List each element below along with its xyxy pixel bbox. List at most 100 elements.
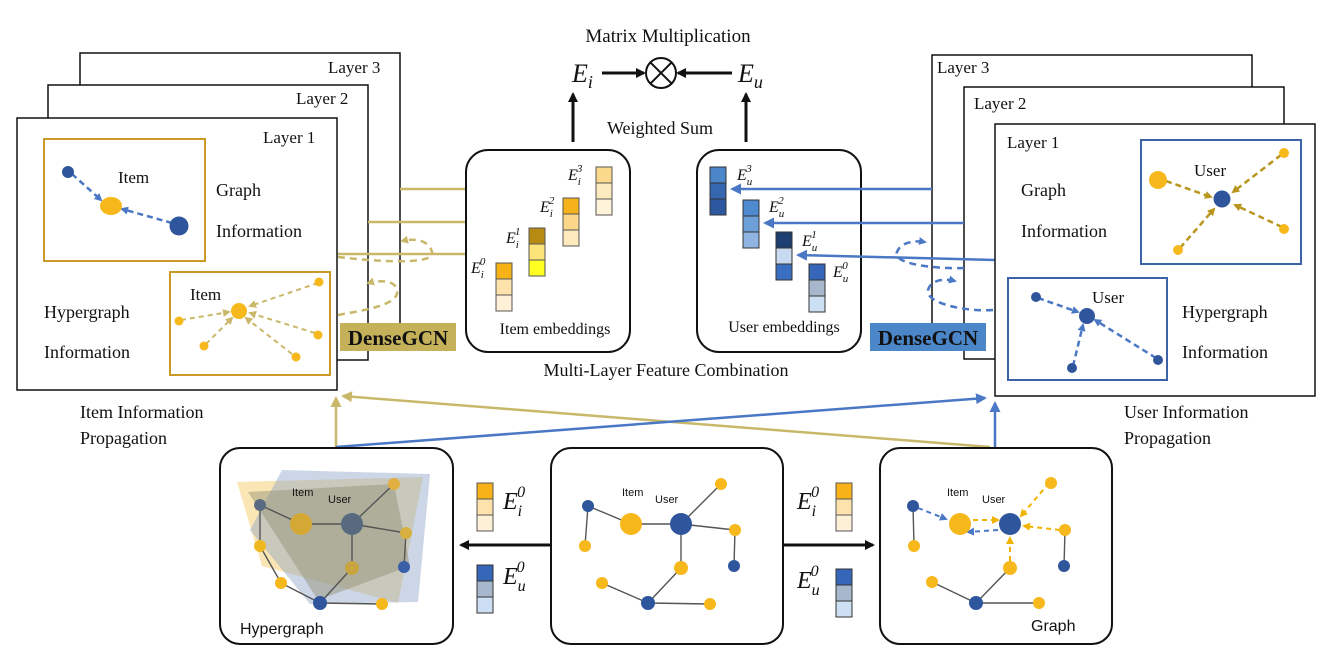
item-hyper-info-line1: Hypergraph: [44, 302, 130, 322]
user-layer-1-label: Layer 1: [1007, 133, 1059, 152]
user-propagation-line2: Propagation: [1124, 428, 1211, 448]
eu1-label: Eu1: [801, 229, 818, 254]
user-graph-node-4: [1173, 245, 1183, 255]
user-graph-center-node: [1213, 190, 1231, 208]
item-graph-user-node-a: [62, 166, 74, 178]
bipartite-user-label: User: [655, 494, 679, 506]
item-graph-info-line1: Graph: [216, 180, 261, 200]
right-eu0-label: Eu0: [796, 563, 820, 599]
ei-symbol: Ei: [571, 59, 593, 92]
item-hyper-node-5: [174, 316, 184, 326]
hypergraph-illustration: [237, 470, 430, 610]
ei1-label: Ei1: [505, 226, 520, 251]
eu3-label: Eu3: [736, 163, 753, 188]
user-hyper-node-2: [1153, 355, 1163, 365]
combination-label: Multi-Layer Feature Combination: [544, 360, 789, 380]
right-eu0-stack: [835, 568, 853, 618]
item-embeddings-label: Item embeddings: [500, 321, 611, 338]
item-hyper-node-label: Item: [190, 285, 221, 304]
user-hyper-edges: [1037, 296, 1157, 367]
item-densegcn-label: DenseGCN: [348, 326, 448, 350]
ei2-label: Ei2: [539, 195, 555, 220]
eu2-label: Eu2: [768, 195, 785, 220]
bipartite-item-label: Item: [622, 487, 643, 499]
user-graph-box: [1140, 139, 1302, 265]
graph-user-label: User: [982, 494, 1006, 506]
ei3-label: Ei3: [567, 163, 583, 188]
user-layer-3-label: Layer 3: [937, 58, 989, 77]
item-dense-loop-lower: [337, 277, 399, 317]
item-densegcn-badge: [340, 323, 456, 351]
user-graph-edges: [1165, 154, 1283, 249]
item-graph-center-node: [100, 197, 122, 215]
user-graph-node-2: [1149, 171, 1167, 189]
graph-panel: [879, 447, 1113, 645]
right-ei0-label: Ei0: [796, 484, 819, 520]
item-embedding-e2: [562, 197, 580, 247]
user-graph-info-line1: Graph: [1021, 180, 1066, 200]
item-layer-1-label: Layer 1: [263, 128, 315, 147]
eu0-label: Eu0: [832, 260, 849, 285]
item-hyper-node-4: [199, 341, 209, 351]
matrix-multiplication-label: Matrix Multiplication: [585, 26, 751, 47]
user-graph-node-1: [1279, 148, 1289, 158]
item-hypergraph-box: [169, 271, 331, 376]
item-embedding-e1: [528, 227, 546, 277]
item-propagation-line1: Item Information: [80, 402, 203, 422]
item-graph-box: [43, 138, 206, 262]
item-graph-user-node-b: [169, 216, 189, 236]
left-eu0-stack: [476, 564, 494, 614]
hypergraph-item-label: Item: [292, 487, 313, 499]
item-embedding-e0: [495, 262, 513, 312]
otimes-icon: [645, 57, 677, 89]
item-embedding-e3: [595, 166, 613, 216]
user-hyper-node-label: User: [1092, 288, 1124, 307]
user-embedding-e0: [808, 263, 826, 313]
right-ei0-stack: [835, 482, 853, 532]
item-layer-2-label: Layer 2: [296, 89, 348, 108]
user-embeddings-label: User embeddings: [728, 319, 840, 336]
user-layer-2-label: Layer 2: [974, 94, 1026, 113]
item-hyper-node-1: [314, 277, 324, 287]
user-hyper-node-3: [1067, 363, 1077, 373]
hyper-to-user-arrow: [335, 393, 987, 449]
bipartite-graph-illustration: [579, 478, 741, 610]
user-hypergraph-box: [1007, 277, 1168, 381]
hypergraph-user-label: User: [328, 494, 352, 506]
graph-item-label: Item: [947, 487, 968, 499]
item-hyper-info-line2: Information: [44, 342, 130, 362]
graph-panel-label: Graph: [1031, 618, 1075, 635]
item-hyper-node-3: [291, 352, 301, 362]
user-dense-loop-upper: [895, 237, 965, 270]
user-layer1-to-embedding: [796, 249, 996, 262]
user-graph-node-3: [1279, 224, 1289, 234]
user-dense-loop-lower: [926, 275, 994, 312]
left-ei0-label: Ei0: [502, 484, 525, 520]
item-propagation-line2: Propagation: [80, 428, 167, 448]
item-hyper-node-2: [313, 330, 323, 340]
eu-symbol: Eu: [737, 59, 763, 92]
user-propagation-line1: User Information: [1124, 402, 1248, 422]
left-eu0-label: Eu0: [502, 559, 526, 595]
user-embedding-e3: [709, 166, 727, 216]
item-hyper-center-node: [231, 303, 247, 319]
item-graph-node-label: Item: [118, 168, 149, 187]
user-hyper-info-line2: Information: [1182, 342, 1268, 362]
item-layer-1-frame: [16, 117, 338, 391]
user-hyper-center-node: [1079, 308, 1095, 324]
graph-illustration: [907, 477, 1071, 610]
item-hyper-edges: [180, 282, 319, 355]
user-embedding-e2: [742, 199, 760, 249]
user-hyper-node-1: [1031, 292, 1041, 302]
user-graph-info-line2: Information: [1021, 221, 1107, 241]
user-hyper-info-line1: Hypergraph: [1182, 302, 1268, 322]
item-graph-info-line2: Information: [216, 221, 302, 241]
user-graph-node-label: User: [1194, 161, 1226, 180]
item-graph-edge-a: [71, 173, 103, 202]
user-densegcn-badge: [870, 323, 986, 351]
user-densegcn-label: DenseGCN: [878, 326, 978, 350]
ei0-label: Ei0: [470, 256, 486, 281]
item-layer-3-label: Layer 3: [328, 58, 380, 77]
left-ei0-stack: [476, 482, 494, 532]
